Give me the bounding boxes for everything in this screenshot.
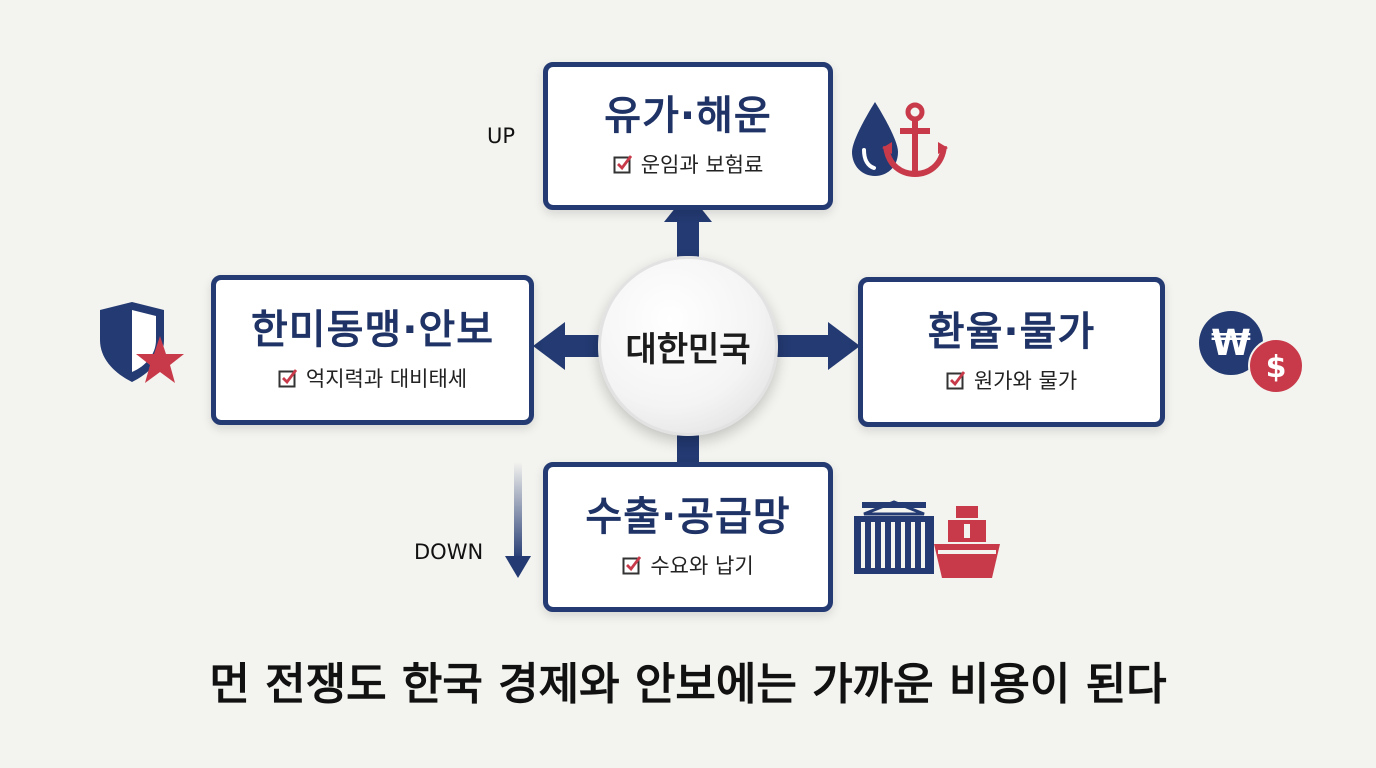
arrow-left-shaft [565, 335, 605, 357]
box-subtitle: 운임과 보험료 [640, 153, 764, 177]
won-coin-icon: ₩ [1199, 311, 1263, 375]
cargo-ship-icon [934, 506, 1000, 578]
footer-headline: 먼 전쟁도 한국 경제와 안보에는 가까운 비용이 된다 [209, 659, 1167, 710]
box-title: 수출·공급망 [585, 494, 791, 540]
anchor-icon [882, 102, 948, 178]
box-subtitle: 원가와 물가 [973, 369, 1078, 393]
box-subtitle-row: 억지력과 대비태세 [278, 363, 467, 393]
center-label: 대한민국 [625, 329, 751, 370]
checkbox-icon [613, 155, 632, 174]
down-label: DOWN [414, 540, 484, 564]
down-arrow-head [505, 556, 531, 578]
checkbox-icon [622, 556, 642, 575]
arrow-up-shaft [677, 222, 699, 260]
connector-down-shaft [677, 430, 699, 468]
box-exports-supply-chain: 수출·공급망 수요와 납기 [543, 462, 833, 612]
container-icon [854, 500, 934, 574]
box-oil-shipping: 유가·해운 운임과 보험료 [543, 62, 833, 210]
arrow-left-head [533, 322, 565, 370]
won-coin-symbol: ₩ [1211, 323, 1251, 364]
dollar-coin-icon: $ [1248, 338, 1304, 394]
checkbox-icon [946, 371, 965, 390]
arrow-right-head [828, 322, 860, 370]
box-subtitle: 억지력과 대비태세 [305, 367, 468, 391]
dollar-coin-symbol: $ [1266, 350, 1287, 385]
box-alliance-security: 한미동맹·안보 억지력과 대비태세 [211, 275, 534, 425]
box-subtitle-row: 운임과 보험료 [613, 149, 764, 179]
box-subtitle: 수요와 납기 [650, 554, 754, 578]
box-title: 유가·해운 [604, 93, 772, 139]
checkbox-icon [278, 369, 297, 388]
arrow-right-shaft [772, 335, 828, 357]
box-exchange-prices: 환율·물가 원가와 물가 [858, 277, 1165, 427]
box-subtitle-row: 원가와 물가 [946, 365, 1077, 395]
shield-star-icon [100, 302, 184, 383]
up-label: UP [487, 124, 516, 148]
center-node: 대한민국 [598, 256, 778, 436]
box-subtitle-row: 수요와 납기 [622, 550, 754, 580]
box-title: 환율·물가 [927, 309, 1096, 355]
box-title: 한미동맹·안보 [251, 307, 494, 353]
down-arrow-shaft [514, 462, 522, 560]
